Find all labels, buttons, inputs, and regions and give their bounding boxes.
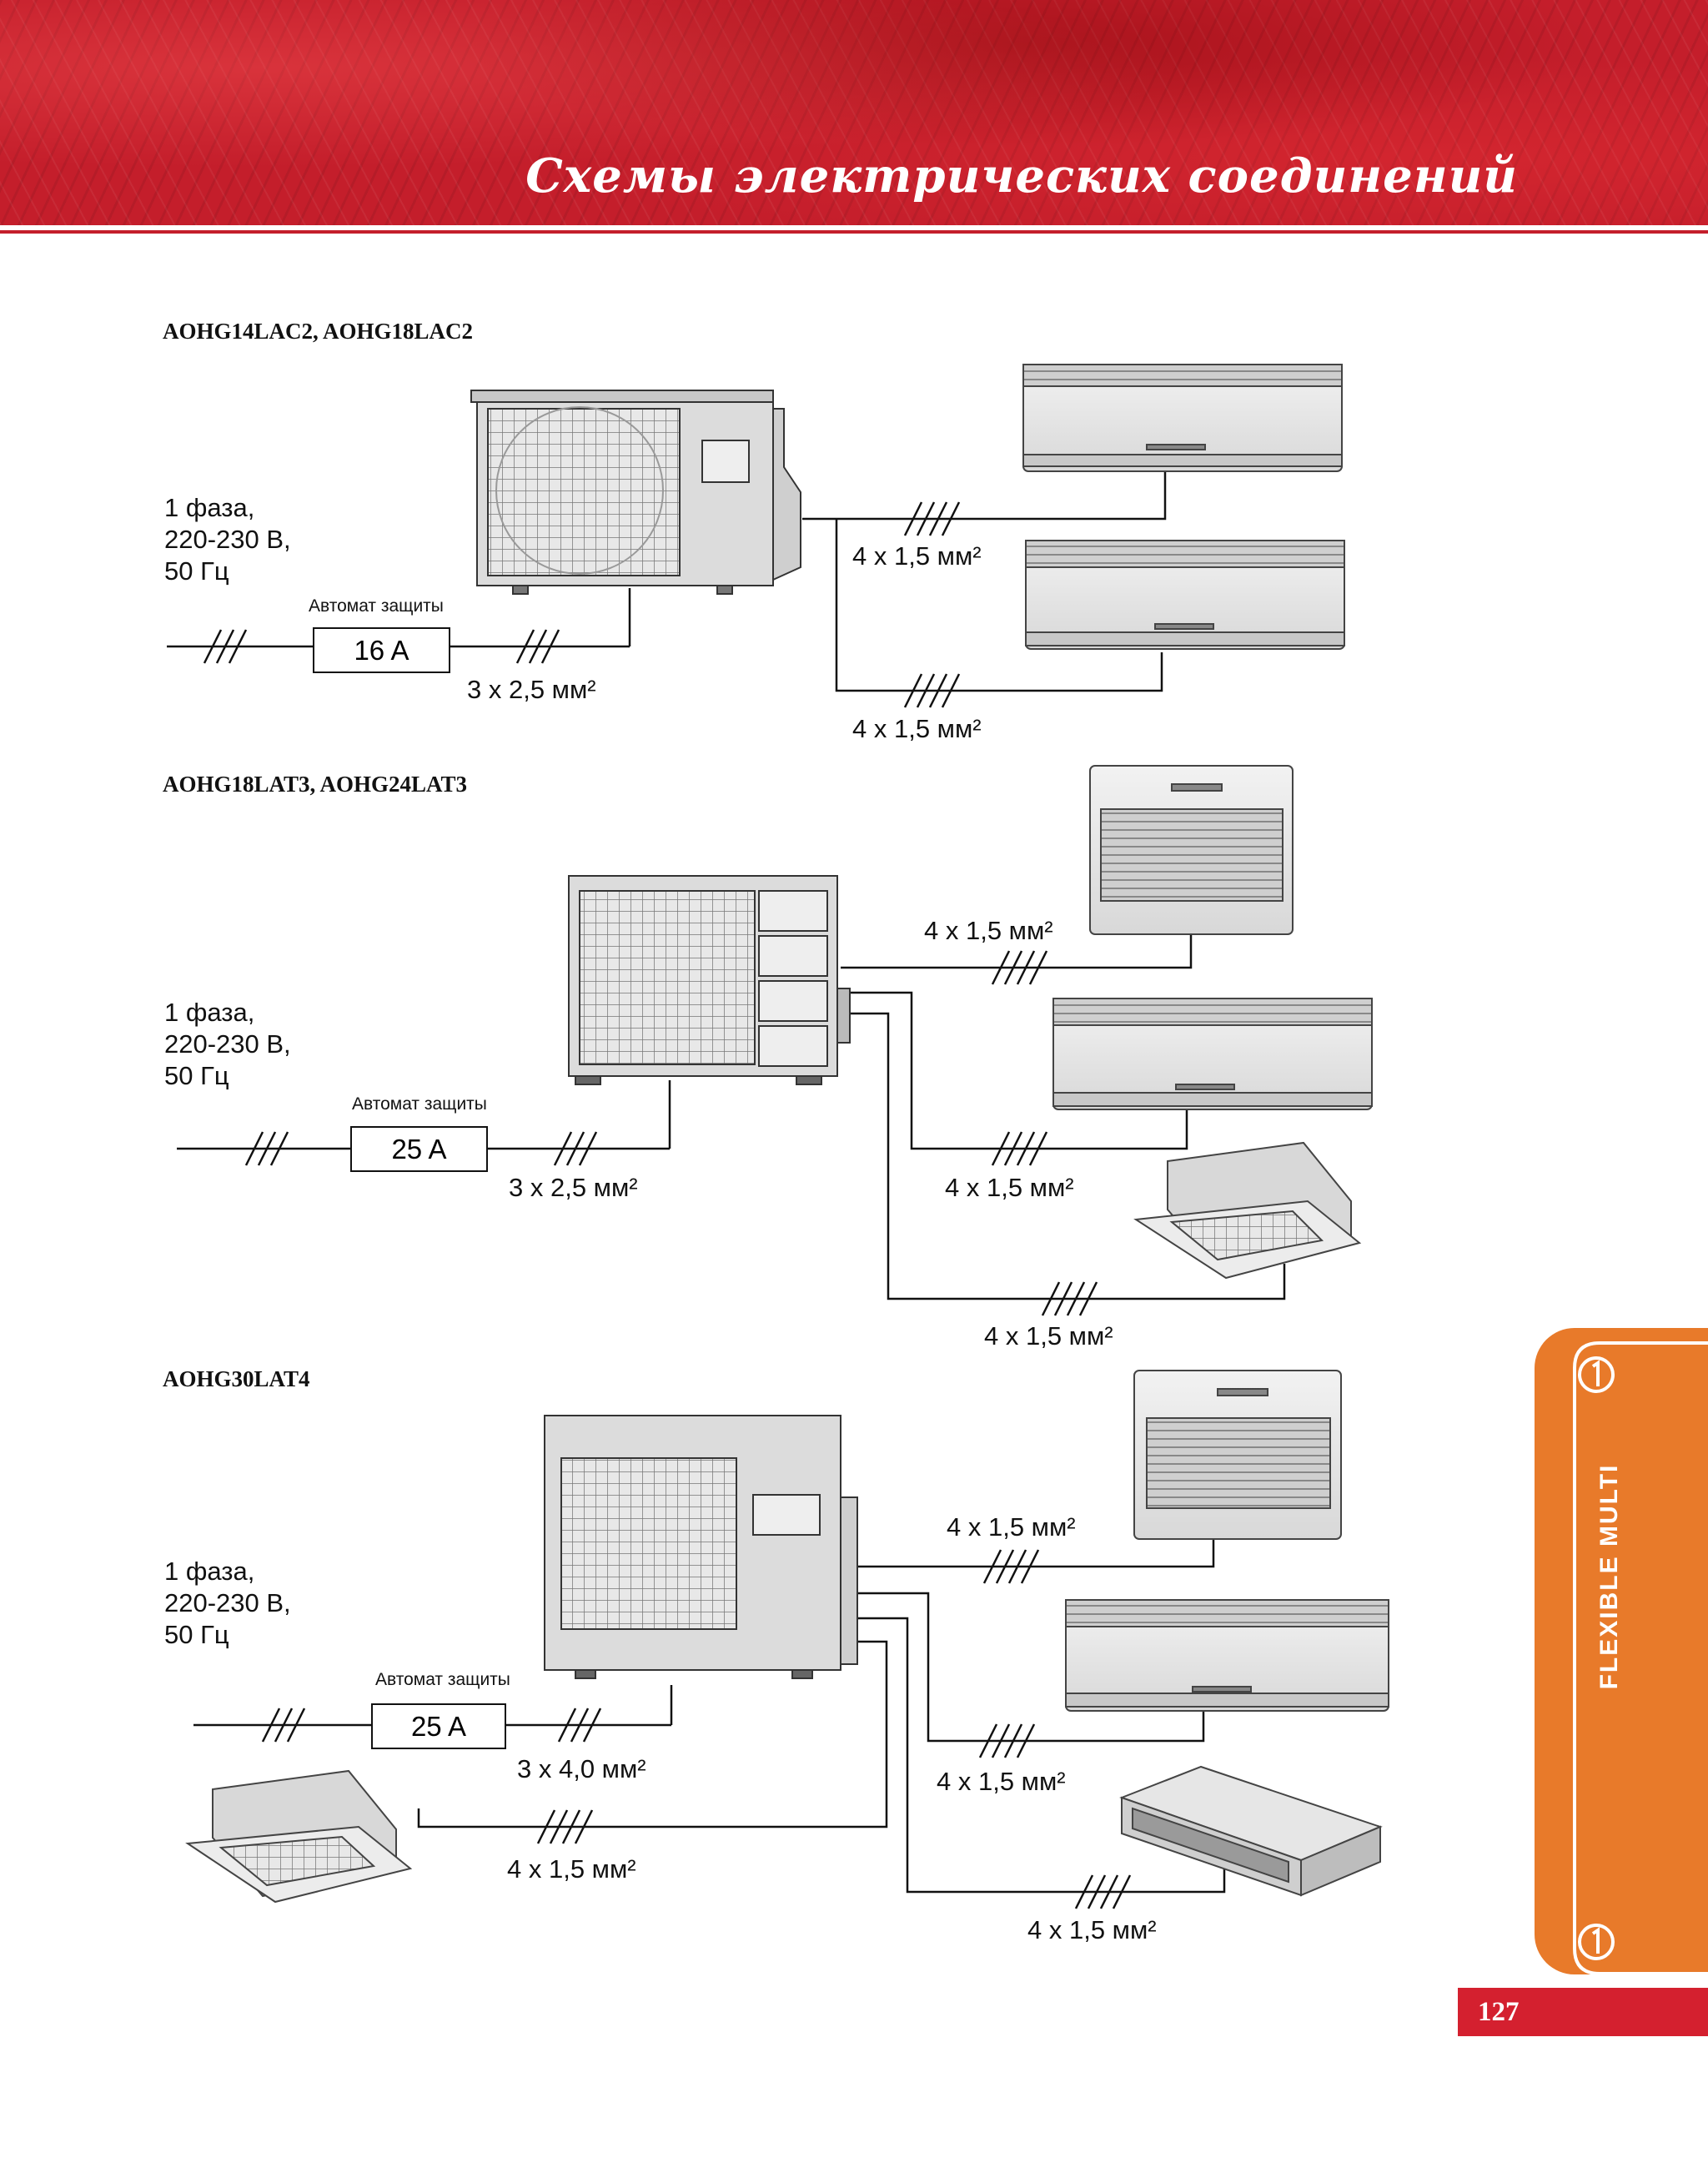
section-2-indoor-cable-c: 4 x 1,5 мм² xyxy=(984,1321,1113,1351)
section-3-power-frequency: 50 Гц xyxy=(164,1620,229,1649)
section-tab xyxy=(1535,1328,1708,1974)
wall-unit-1a xyxy=(1022,364,1343,472)
indoor-line-1b xyxy=(835,519,1163,692)
section-3-supply-cable: 3 x 4,0 мм² xyxy=(517,1754,646,1783)
section-1-power-phase: 1 фаза, xyxy=(164,493,255,522)
cassette-unit-3 xyxy=(185,1769,413,1904)
section-tab-label: FLEXIBLE MULTI xyxy=(1595,1463,1623,1690)
section-1-model: AOHG14LAC2, AOHG18LAC2 xyxy=(163,319,474,344)
wall-unit-1b xyxy=(1025,540,1345,650)
section-1-indoor-cable-a: 4 x 1,5 мм² xyxy=(852,541,982,571)
section-2-breaker: 25 A xyxy=(350,1126,488,1172)
section-1-power-frequency: 50 Гц xyxy=(164,556,229,586)
section-3-power-voltage: 220-230 В, xyxy=(164,1588,291,1617)
circle-one-icon xyxy=(1578,1356,1615,1393)
section-tab-frame xyxy=(1573,1341,1708,1975)
section-3-breaker-rating: 25 A xyxy=(410,1710,467,1742)
section-3-indoor-cable-c: 4 x 1,5 мм² xyxy=(1027,1915,1157,1944)
section-3-breaker-caption: Автомат защиты xyxy=(375,1670,510,1689)
floor-unit-3 xyxy=(1133,1370,1342,1540)
indoor-line-1a xyxy=(802,470,1167,521)
section-2-supply-cable: 3 x 2,5 мм² xyxy=(509,1173,638,1202)
wall-unit-2 xyxy=(1052,998,1373,1110)
section-3-model: AOHG30LAT4 xyxy=(163,1366,310,1391)
section-1-supply-cable: 3 x 2,5 мм² xyxy=(467,675,596,704)
outdoor-unit-2 xyxy=(568,875,851,1085)
circle-one-icon xyxy=(1578,1924,1615,1960)
section-1-breaker-caption: Автомат защиты xyxy=(309,596,444,616)
header-banner xyxy=(0,0,1708,225)
section-3-indoor-cable-a: 4 x 1,5 мм² xyxy=(947,1512,1076,1542)
wall-unit-3 xyxy=(1065,1599,1389,1712)
section-2-breaker-rating: 25 A xyxy=(391,1133,447,1164)
section-2-power-frequency: 50 Гц xyxy=(164,1061,229,1090)
section-2-power-voltage: 220-230 В, xyxy=(164,1029,291,1059)
outdoor-unit-3 xyxy=(544,1415,858,1679)
section-2-indoor-cable-b: 4 x 1,5 мм² xyxy=(945,1173,1074,1202)
section-1-breaker: 16 A xyxy=(313,627,450,673)
section-2-breaker-caption: Автомат защиты xyxy=(352,1094,487,1114)
page-title: Схемы электрических соединений xyxy=(525,148,1518,204)
floor-unit-2 xyxy=(1089,765,1294,935)
section-1-indoor-cable-b: 4 x 1,5 мм² xyxy=(852,714,982,743)
page-number: 127 xyxy=(1458,1988,1708,2036)
section-1-breaker-rating: 16 A xyxy=(354,634,409,666)
section-2-power-phase: 1 фаза, xyxy=(164,998,255,1027)
section-3-power-phase: 1 фаза, xyxy=(164,1557,255,1586)
section-3-indoor-cable-d: 4 x 1,5 мм² xyxy=(507,1854,636,1884)
section-3-breaker: 25 A xyxy=(371,1703,506,1749)
duct-unit-3 xyxy=(1119,1765,1383,1897)
header-divider-red xyxy=(0,230,1708,234)
section-1-power-voltage: 220-230 В, xyxy=(164,525,291,554)
section-3-indoor-cable-b: 4 x 1,5 мм² xyxy=(937,1767,1066,1796)
outdoor-unit-1 xyxy=(470,390,801,595)
section-2-model: AOHG18LAT3, AOHG24LAT3 xyxy=(163,772,468,797)
section-2-indoor-cable-a: 4 x 1,5 мм² xyxy=(924,916,1053,945)
header-divider xyxy=(0,225,1708,230)
cassette-unit-2 xyxy=(1133,1141,1362,1280)
